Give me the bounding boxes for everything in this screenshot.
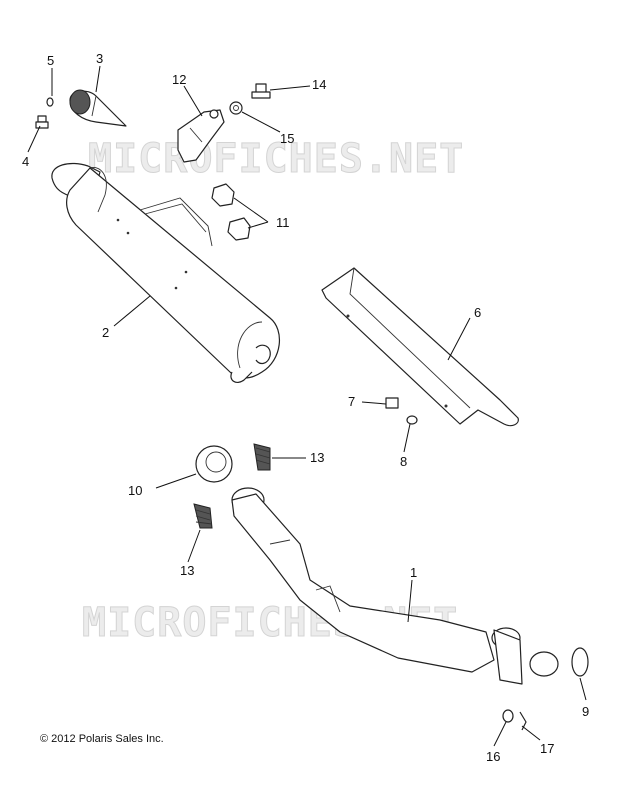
callout-8: 8 [400,454,407,469]
part-16-nut[interactable] [502,709,514,723]
callout-3: 3 [96,51,103,66]
watermark-top: MICROFICHES.NET [88,136,464,182]
part-15-nut[interactable] [229,101,243,115]
callout-10: 10 [128,483,142,498]
part-6-heat-shield[interactable] [321,267,519,427]
part-5-washer[interactable] [46,97,54,107]
callout-14: 14 [312,77,326,92]
part-9-ring-gasket[interactable] [571,647,589,677]
callout-2: 2 [102,325,109,340]
part-11-grommets[interactable] [211,183,251,241]
part-4-bolt[interactable] [35,115,49,129]
part-13-spring-upper[interactable] [253,443,271,471]
part-12-sensor[interactable] [177,109,225,163]
callout-6: 6 [474,305,481,320]
callout-12: 12 [172,72,186,87]
part-3-spark-arrestor[interactable] [69,89,127,127]
copyright-notice: © 2012 Polaris Sales Inc. [40,733,164,745]
callout-13-lower: 13 [180,563,194,578]
callout-17: 17 [540,741,554,756]
leader-lines [27,65,587,747]
callout-16: 16 [486,749,500,764]
part-1-head-pipe[interactable] [231,487,559,685]
part-2-muffler[interactable] [51,162,281,384]
callout-13-upper: 13 [310,450,324,465]
callout-9: 9 [582,704,589,719]
callout-15: 15 [280,131,294,146]
part-7-bolt[interactable] [385,397,399,409]
part-14-screw[interactable] [251,83,271,99]
callout-5: 5 [47,53,54,68]
part-13-spring-lower[interactable] [193,503,213,529]
part-10-gasket[interactable] [195,445,233,483]
callout-11: 11 [276,215,290,230]
callout-1: 1 [410,565,417,580]
part-8-washer[interactable] [406,415,418,425]
callout-4: 4 [22,154,29,169]
callout-7: 7 [348,394,355,409]
